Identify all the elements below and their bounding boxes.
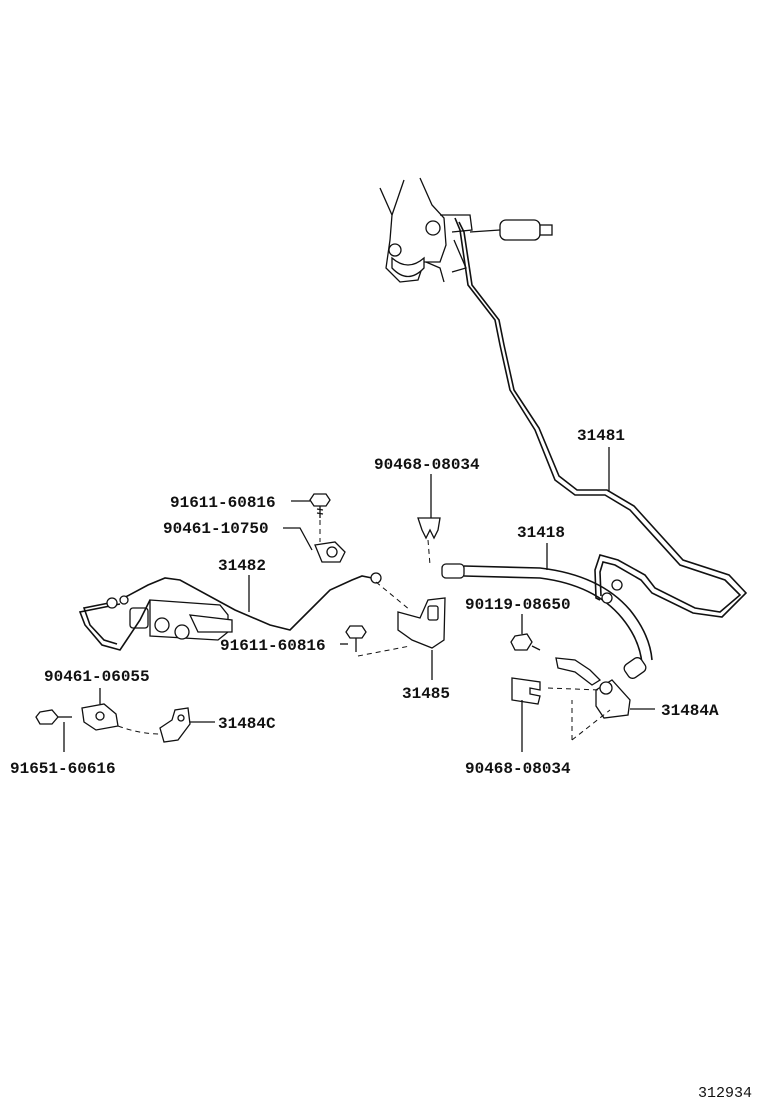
clutch-release-cylinder [129, 599, 233, 641]
bolt-91611-60816-mid [345, 625, 367, 652]
clutch-pipe-31482 [119, 575, 373, 631]
clip-90468-08034-top [417, 517, 441, 540]
label-31485: 31485 [402, 685, 450, 703]
clutch-pipe-31481 [454, 217, 742, 613]
clamp-90461-06055 [81, 703, 119, 731]
label-90468-08034-top: 90468-08034 [374, 456, 480, 474]
label-90461-06055: 90461-06055 [44, 668, 150, 686]
label-31484a: 31484A [661, 702, 719, 720]
bolt-91651-60616 [35, 709, 72, 725]
diagram-number: 312934 [698, 1085, 752, 1102]
label-91611-60816-top: 91611-60816 [170, 494, 276, 512]
bracket-31485 [397, 597, 446, 649]
label-91651-60616: 91651-60616 [10, 760, 116, 778]
bracket-31484a [555, 657, 631, 719]
label-91611-60816-mid: 91611-60816 [220, 637, 326, 655]
clamp-90461-10750 [314, 541, 346, 563]
label-31484c: 31484C [218, 715, 276, 733]
clutch-master-cylinder [379, 177, 553, 283]
clip-90468-08034-bottom [511, 677, 541, 705]
bolt-90119-08650 [510, 633, 541, 651]
label-31481: 31481 [577, 427, 625, 445]
bracket-31484c [159, 707, 191, 743]
bolt-91611-60816-top [309, 493, 331, 518]
clutch-hose-31418 [441, 563, 653, 679]
label-90119-08650: 90119-08650 [465, 596, 571, 614]
label-31482: 31482 [218, 557, 266, 575]
label-31418: 31418 [517, 524, 565, 542]
label-90468-08034-bottom: 90468-08034 [465, 760, 571, 778]
label-90461-10750: 90461-10750 [163, 520, 269, 538]
